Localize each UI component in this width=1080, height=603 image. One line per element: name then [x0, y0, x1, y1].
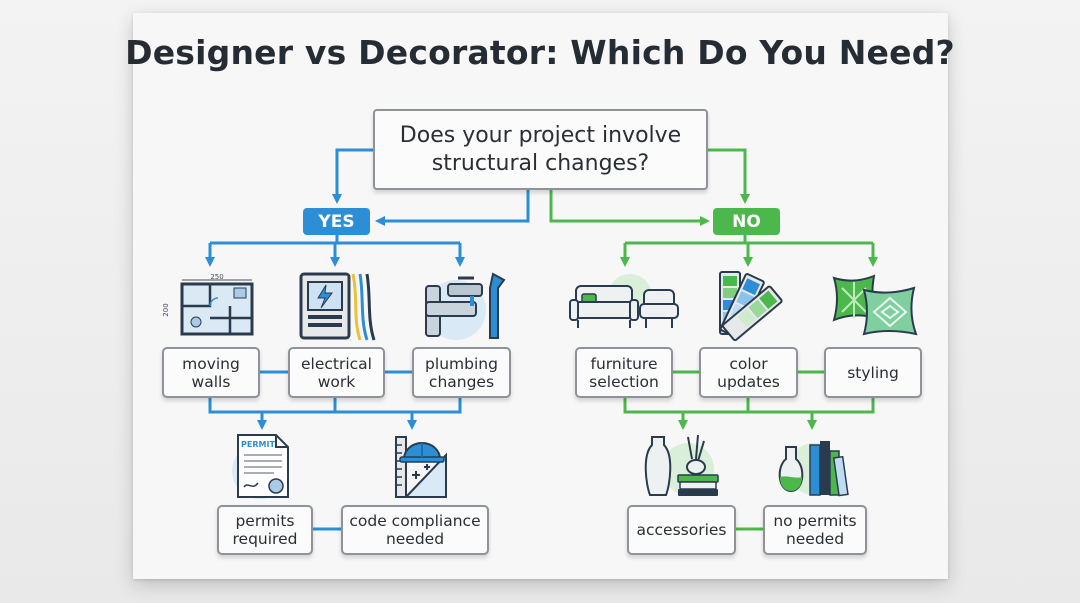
svg-text:250: 250 [210, 273, 223, 281]
question-to-no-arrow [707, 148, 750, 204]
permit-document-icon: PERMIT [232, 434, 289, 499]
color-updates-box: color updates [699, 347, 798, 398]
permits-required-box: permits required [217, 505, 313, 555]
plumbing-changes-box: plumbing changes [412, 347, 511, 398]
moving-walls-box: moving walls [162, 347, 260, 398]
plumbing-pipe-icon [425, 272, 506, 340]
svg-text:200: 200 [162, 303, 170, 316]
code-compliance-box: code compliance needed [341, 505, 489, 555]
accessories-box: accessories [627, 505, 736, 555]
page-title: Designer vs Decorator: Which Do You Need… [125, 33, 955, 72]
question-to-yes-arrow-2 [375, 190, 530, 226]
question-to-yes-arrow [332, 148, 373, 204]
hardhat-ruler-icon [395, 436, 447, 498]
no-label: NO [713, 208, 780, 235]
electrical-panel-icon [299, 272, 376, 341]
color-swatches-icon [719, 271, 783, 342]
sofa-chair-icon [569, 274, 679, 328]
styling-box: styling [824, 347, 922, 398]
floor-plan-icon: 250 200 [162, 273, 254, 336]
svg-text:PERMIT: PERMIT [241, 440, 275, 449]
no-permits-box: no permits needed [763, 505, 867, 555]
pillows-icon [832, 274, 918, 336]
furniture-selection-box: furniture selection [575, 347, 673, 398]
question-to-no-arrow-2 [549, 190, 710, 226]
yes-label: YES [303, 208, 370, 235]
flask-books-icon [778, 441, 849, 497]
vase-books-icon [644, 434, 719, 496]
electrical-work-box: electrical work [288, 347, 385, 398]
question-box: Does your project involve structural cha… [373, 109, 708, 190]
